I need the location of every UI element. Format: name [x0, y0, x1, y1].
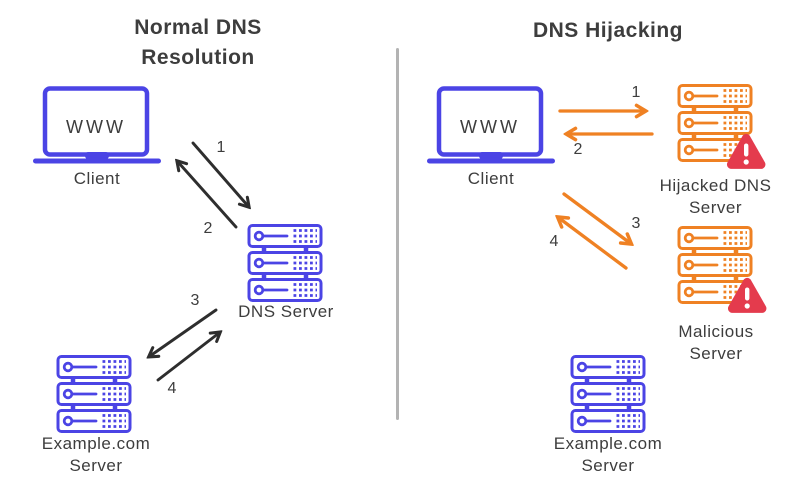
laptop-glyph	[33, 86, 161, 164]
example-server-icon-left	[56, 355, 132, 433]
client-label: Client	[73, 169, 121, 188]
malicious-server-label: Malicious Server	[678, 322, 754, 363]
arrow-right-step3-redirect	[562, 192, 630, 243]
malicious-server-icon	[677, 226, 753, 304]
client-screen-text-right: WWW	[460, 117, 520, 137]
client-laptop-icon: WWW	[33, 86, 161, 168]
hijacked-dns-server-label: Hijacked DNS Server	[659, 176, 772, 217]
step-label-left-4: 4	[167, 380, 177, 397]
step-label-right-1: 1	[631, 84, 641, 101]
step-label-left-1: 1	[216, 139, 226, 156]
step-label-left-3: 3	[190, 292, 200, 309]
warning-icon-hijacked	[724, 131, 768, 173]
warning-icon-malicious	[725, 275, 769, 317]
client-laptop-icon-right: WWW	[427, 86, 555, 168]
laptop-glyph	[427, 86, 555, 164]
step-label-right-3: 3	[631, 215, 641, 232]
step-label-left-2: 2	[203, 220, 213, 237]
step-label-right-4: 4	[549, 233, 559, 250]
example-server-icon-right	[570, 355, 646, 433]
left-panel-title: Normal DNS Resolution	[134, 16, 262, 70]
example-server-label-left: Example.com Server	[41, 434, 151, 475]
arrow-right-step4-malicious-reply	[559, 218, 628, 270]
client-screen-text: WWW	[66, 117, 126, 137]
arrow-left-step4-answer	[156, 333, 219, 382]
step-label-right-2: 2	[573, 141, 583, 158]
client-label-right: Client	[467, 169, 515, 188]
example-server-label-right: Example.com Server	[553, 434, 663, 475]
hijacked-dns-server-icon	[677, 84, 753, 162]
dns-server-icon	[247, 224, 323, 302]
dns-server-label: DNS Server	[238, 302, 334, 321]
panel-divider	[396, 48, 399, 420]
right-panel-title: DNS Hijacking	[532, 19, 684, 42]
arrow-left-step3-lookup	[150, 308, 218, 356]
arrow-left-step2-response	[178, 162, 238, 229]
